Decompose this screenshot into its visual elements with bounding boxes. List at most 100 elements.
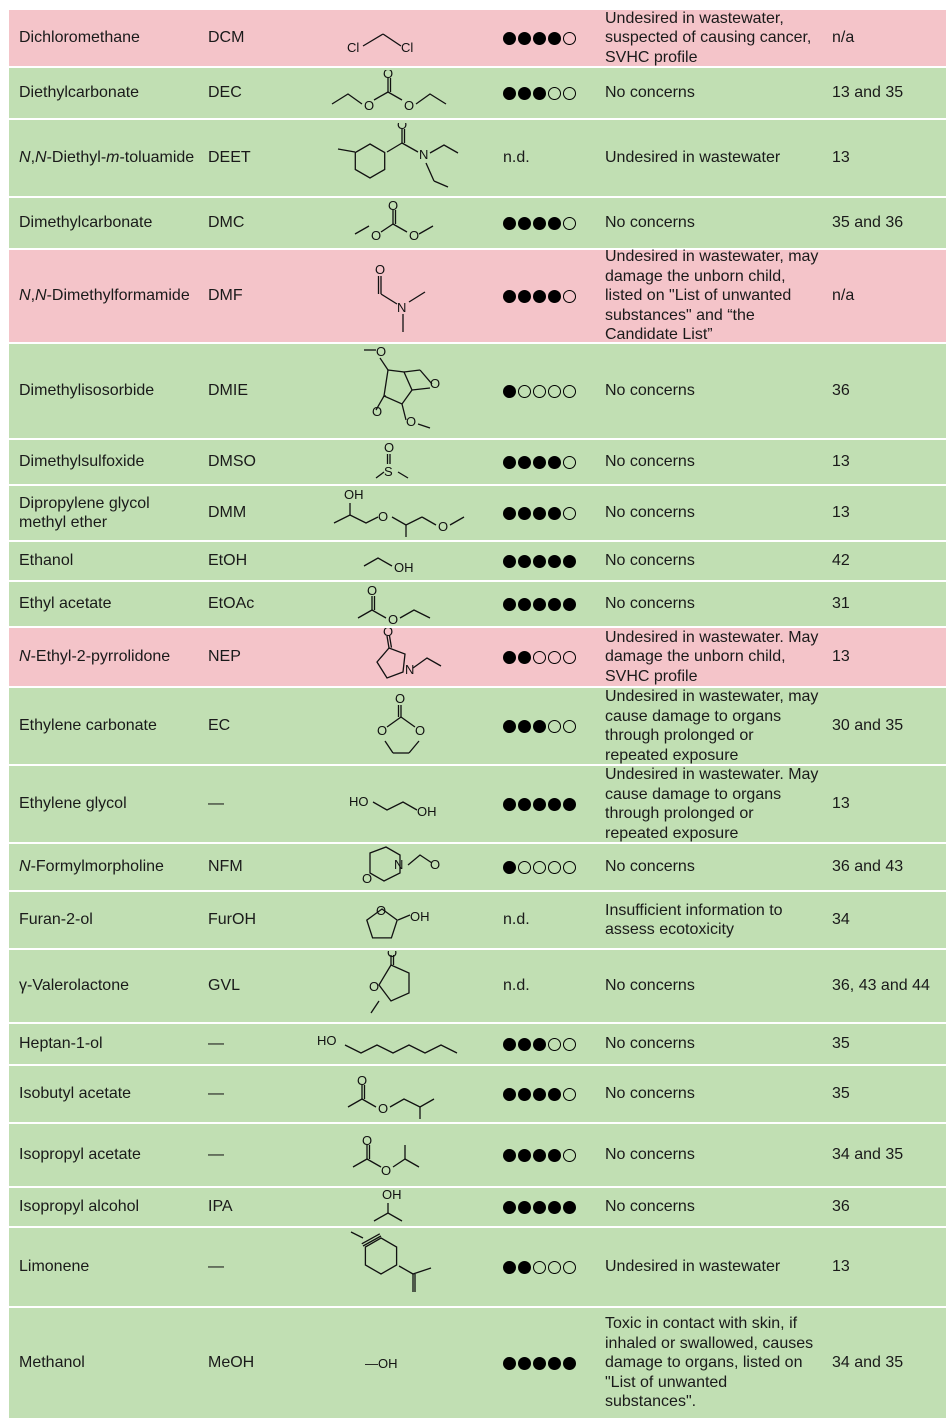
solvent-abbreviation: FurOH (208, 911, 256, 929)
solvent-name: N,N-Diethyl-m-toluamide (19, 149, 195, 167)
concern-text: Insufficient information to assess ecoto… (605, 901, 783, 939)
empty-circle-icon (548, 1037, 561, 1051)
score-rating (503, 440, 595, 484)
solvent-abbreviation: EtOAc (208, 595, 255, 613)
solvent-name: Ethylene glycol (19, 795, 127, 813)
svg-text:O: O (375, 262, 385, 277)
reference: 13 (832, 453, 850, 471)
eg-structure-icon: HO OH (301, 766, 501, 842)
reference: 34 (832, 911, 850, 929)
reference: 36 (832, 1198, 850, 1216)
concern-text: Undesired in wastewater, may cause damag… (605, 688, 819, 764)
empty-circle-icon (563, 86, 576, 100)
score-rating (503, 766, 595, 842)
empty-circle-icon (548, 650, 561, 664)
score-rating (503, 542, 595, 580)
empty-circle-icon (563, 1087, 576, 1101)
concern-text: No concerns (605, 1085, 695, 1103)
svg-text:S: S (384, 464, 393, 479)
solvent-abbreviation: — (208, 795, 224, 813)
solvent-abbreviation: IPA (208, 1198, 233, 1216)
solvent-name: Dimethylsulfoxide (19, 453, 145, 471)
score-rating (503, 844, 595, 890)
filled-circle-icon (518, 506, 531, 520)
reference: 35 (832, 1035, 850, 1053)
svg-text:O: O (367, 583, 377, 598)
score-rating (503, 68, 595, 118)
svg-text:O: O (438, 519, 448, 534)
empty-circle-icon (548, 860, 561, 874)
filled-circle-icon (563, 597, 576, 611)
solvent-name: Dichloromethane (19, 29, 140, 47)
svg-text:O: O (378, 509, 388, 524)
filled-circle-icon (518, 1356, 531, 1370)
solvent-name: Isopropyl acetate (19, 1146, 141, 1164)
reference: 34 and 35 (832, 1146, 904, 1164)
score-not-determined: n.d. (503, 911, 530, 929)
empty-circle-icon (563, 719, 576, 733)
solvent-abbreviation: DMF (208, 287, 243, 305)
filled-circle-icon (533, 1356, 546, 1370)
filled-circle-icon (548, 216, 561, 230)
solvent-name: Isopropyl alcohol (19, 1198, 140, 1216)
filled-circle-icon (533, 1148, 546, 1162)
filled-circle-icon (503, 554, 516, 568)
score-not-determined: n.d. (503, 149, 530, 167)
svg-text:OH: OH (417, 804, 437, 819)
svg-text:O: O (383, 70, 393, 81)
svg-text:OH: OH (410, 909, 430, 924)
filled-circle-icon (503, 860, 516, 874)
score-rating (503, 198, 595, 248)
empty-circle-icon (548, 719, 561, 733)
filled-circle-icon (518, 554, 531, 568)
svg-text:O: O (415, 723, 425, 738)
filled-circle-icon (518, 597, 531, 611)
filled-circle-icon (518, 455, 531, 469)
solvent-name: Diethylcarbonate (19, 84, 140, 102)
empty-circle-icon (518, 384, 531, 398)
filled-circle-icon (518, 31, 531, 45)
filled-circle-icon (518, 1087, 531, 1101)
score-rating (503, 1024, 595, 1064)
filled-circle-icon (533, 455, 546, 469)
solvent-name: Isobutyl acetate (19, 1085, 132, 1103)
filled-circle-icon (518, 86, 531, 100)
reference: 35 and 36 (832, 214, 904, 232)
empty-circle-icon (533, 384, 546, 398)
filled-circle-icon (548, 506, 561, 520)
svg-text:HO: HO (349, 794, 369, 809)
solvent-abbreviation: DMIE (208, 382, 248, 400)
filled-circle-icon (503, 506, 516, 520)
filled-circle-icon (548, 1087, 561, 1101)
solvent-name: Furan-2-ol (19, 911, 93, 929)
svg-text:OH: OH (382, 1187, 402, 1202)
score-rating (503, 1066, 595, 1122)
reference: 13 (832, 149, 850, 167)
solvent-name: Heptan-1-ol (19, 1035, 103, 1053)
filled-circle-icon (518, 719, 531, 733)
filled-circle-icon (503, 1037, 516, 1051)
svg-text:O: O (384, 440, 394, 455)
concern-text: No concerns (605, 858, 695, 876)
solvent-abbreviation: NFM (208, 858, 243, 876)
meoh-structure-icon: —OH (301, 1308, 501, 1418)
concern-text: Undesired in wastewater (605, 149, 781, 167)
filled-circle-icon (533, 554, 546, 568)
filled-circle-icon (548, 597, 561, 611)
solvent-abbreviation: MeOH (208, 1354, 255, 1372)
score-rating (503, 250, 595, 342)
empty-circle-icon (563, 1148, 576, 1162)
